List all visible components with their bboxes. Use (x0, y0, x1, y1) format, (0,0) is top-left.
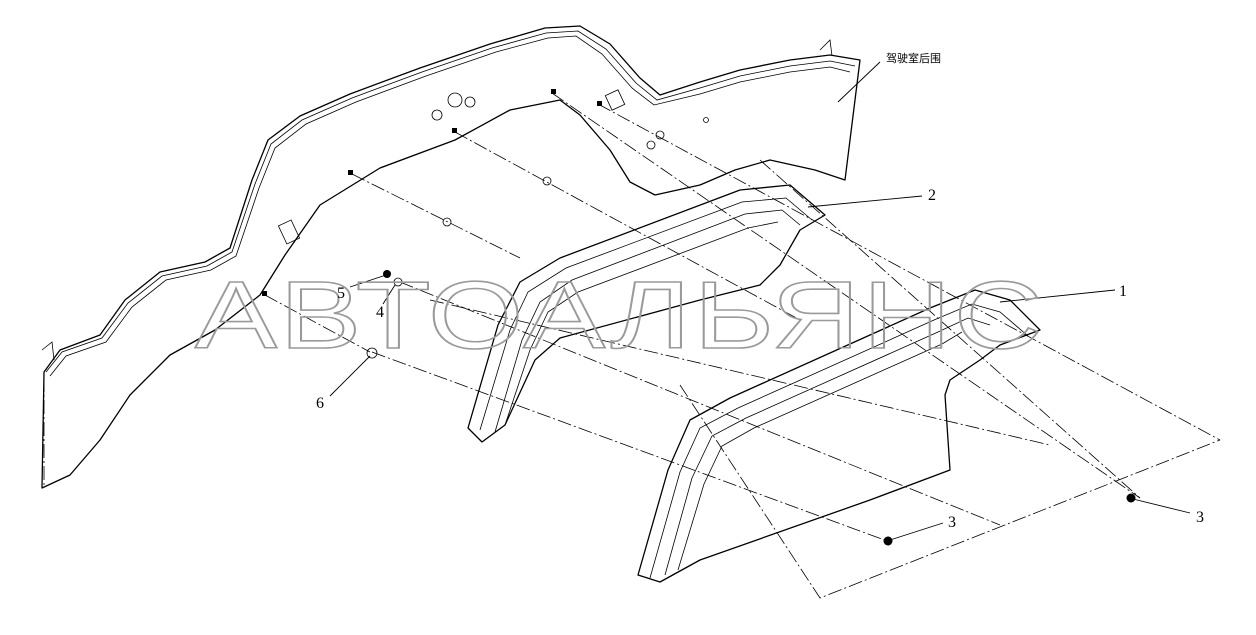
leader-lines (329, 61, 1191, 541)
callout-4: 4 (376, 304, 384, 321)
washer-4-icon (393, 277, 403, 287)
cab-rear-panel-label: 驾驶室后围 (886, 51, 941, 65)
cab-rear-panel (41, 25, 861, 489)
callout-3-right: 3 (1196, 509, 1204, 526)
fastener-axis-lines (264, 92, 1221, 599)
callout-1: 1 (1119, 283, 1127, 300)
mudguard-1 (637, 289, 1041, 583)
callout-2: 2 (928, 187, 936, 204)
mudguard-2 (467, 184, 826, 443)
callout-3-bottom: 3 (948, 514, 956, 531)
washer-icon (655, 130, 665, 140)
nut-3-icon (1126, 493, 1136, 503)
washer-6-icon (366, 347, 378, 359)
nut-3-icon (883, 536, 893, 546)
washer-icon (442, 217, 452, 227)
callout-5: 5 (337, 285, 345, 302)
washer-icon (646, 140, 656, 150)
washer-icon (542, 176, 552, 186)
callout-6: 6 (316, 395, 324, 412)
nut-5-icon (383, 270, 391, 278)
watermark-text: АВТОАЛЬЯНС (195, 262, 1045, 369)
fasteners (366, 130, 1136, 546)
